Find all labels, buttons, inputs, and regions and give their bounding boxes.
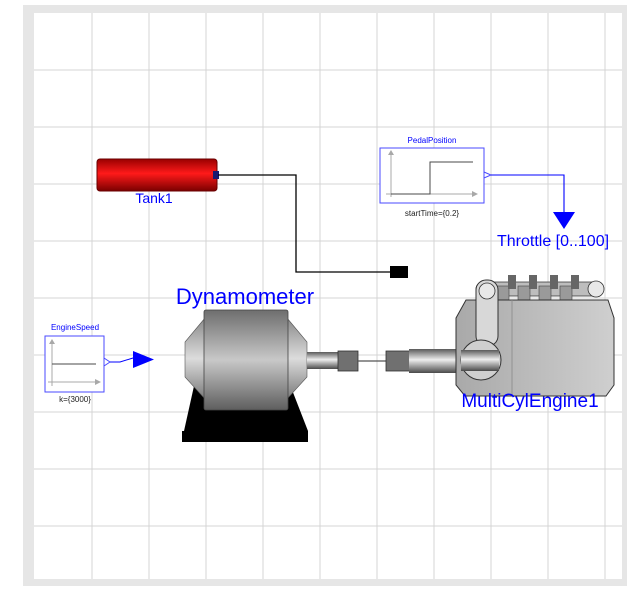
dynamometer-body <box>203 309 289 411</box>
cam-pulley <box>478 282 496 300</box>
dynamometer-flange[interactable] <box>337 350 359 372</box>
engine-speed-param: k={3000} <box>59 395 91 404</box>
dynamometer-foot <box>182 431 308 442</box>
pedal-position-block[interactable]: PedalPosition startTime={0.2} <box>379 136 493 218</box>
dynamometer-input-port[interactable] <box>133 351 154 368</box>
pedal-y-arrow-icon <box>388 150 394 155</box>
tank-body[interactable] <box>96 158 218 192</box>
crankshaft-stub <box>461 350 499 371</box>
speed-x-arrow-icon <box>95 379 101 385</box>
dynamometer-shaft <box>307 352 340 369</box>
pedal-x-arrow-icon <box>472 191 478 197</box>
dynamometer-component[interactable] <box>182 309 359 442</box>
throttle-signal-connection[interactable] <box>491 174 565 213</box>
speed-output-port[interactable] <box>103 357 111 367</box>
cam-lobe-4 <box>571 275 579 289</box>
fuel-line-connection[interactable] <box>218 174 390 273</box>
engine-component[interactable] <box>455 275 615 397</box>
speed-signal-connection[interactable] <box>110 357 134 363</box>
tank-label: Tank1 <box>135 190 173 206</box>
throttle-input-port[interactable] <box>553 212 575 229</box>
throttle-label: Throttle [0..100] <box>497 233 609 250</box>
cam-lobe-1 <box>508 275 516 289</box>
cam-lobe-3 <box>550 275 558 289</box>
engine-label: MultiCylEngine1 <box>461 391 598 412</box>
pedal-position-param: startTime={0.2} <box>405 209 460 218</box>
cam-lobe-2 <box>529 275 537 289</box>
dynamometer-label: Dynamometer <box>176 284 314 309</box>
cam-end-pulley <box>587 280 605 298</box>
engine-flange[interactable] <box>385 350 411 372</box>
engine-speed-title: EngineSpeed <box>51 323 99 332</box>
pedal-position-box[interactable] <box>379 147 485 204</box>
speed-y-arrow-icon <box>49 339 55 344</box>
pedal-step-curve <box>391 161 473 195</box>
tank-port[interactable] <box>213 171 219 179</box>
engine-speed-block[interactable]: EngineSpeed k={3000} <box>44 323 111 404</box>
tank-component[interactable]: Tank1 <box>96 158 219 206</box>
pedal-output-port[interactable] <box>483 171 493 179</box>
fuel-port[interactable] <box>390 266 408 278</box>
pedal-position-title: PedalPosition <box>408 136 457 145</box>
